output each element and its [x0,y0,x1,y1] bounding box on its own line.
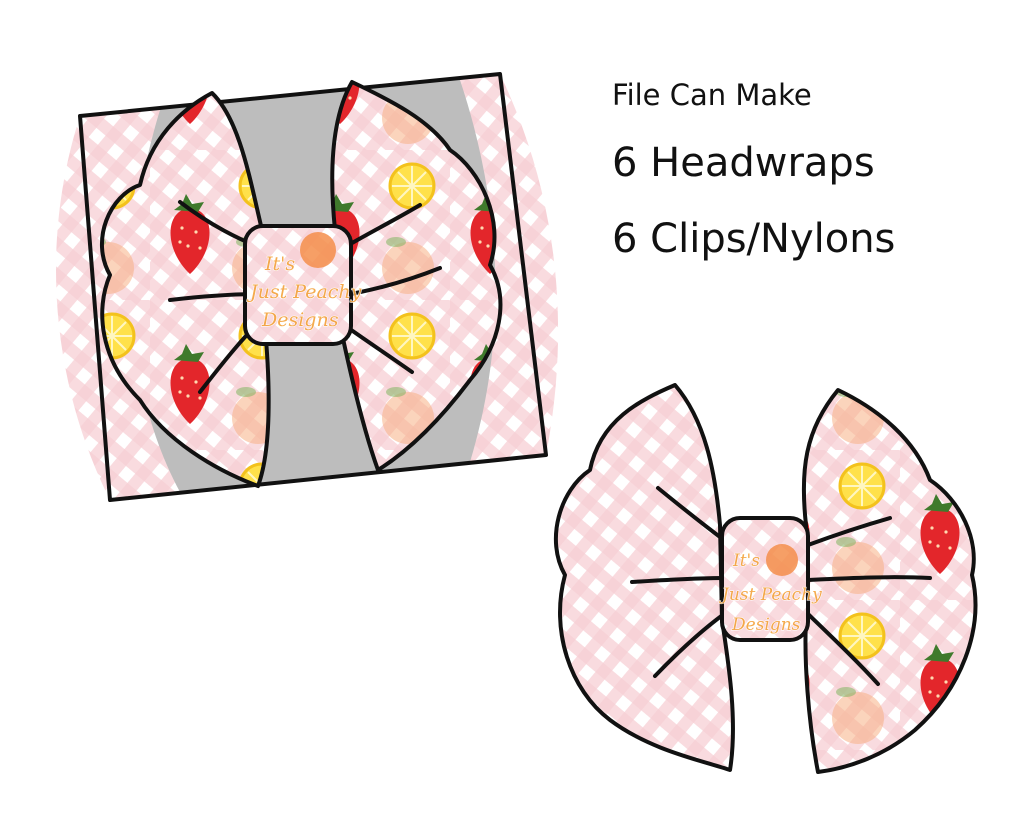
clips-nylons-count-label: 6 Clips/Nylons [612,216,896,262]
svg-text:Designs: Designs [261,309,339,331]
watermark-logo-headwrap: It's Just Peachy Designs [245,232,362,332]
clip-bow-illustration [553,383,978,774]
file-can-make-label: File Can Make [612,78,812,112]
clip-bow-right-loop [801,388,978,774]
svg-text:It's: It's [264,253,295,275]
watermark-logo-clip: It's Just Peachy Designs [718,544,823,636]
headwrap-bow-left-loop [100,91,271,488]
svg-text:Just Peachy: Just Peachy [246,281,362,303]
headwraps-count-label: 6 Headwraps [612,140,875,186]
headwrap-illustration [56,72,559,502]
clip-bow-left-loop [553,383,735,772]
svg-text:Just Peachy: Just Peachy [719,585,822,605]
svg-text:Designs: Designs [731,615,801,635]
svg-text:It's: It's [732,551,760,571]
